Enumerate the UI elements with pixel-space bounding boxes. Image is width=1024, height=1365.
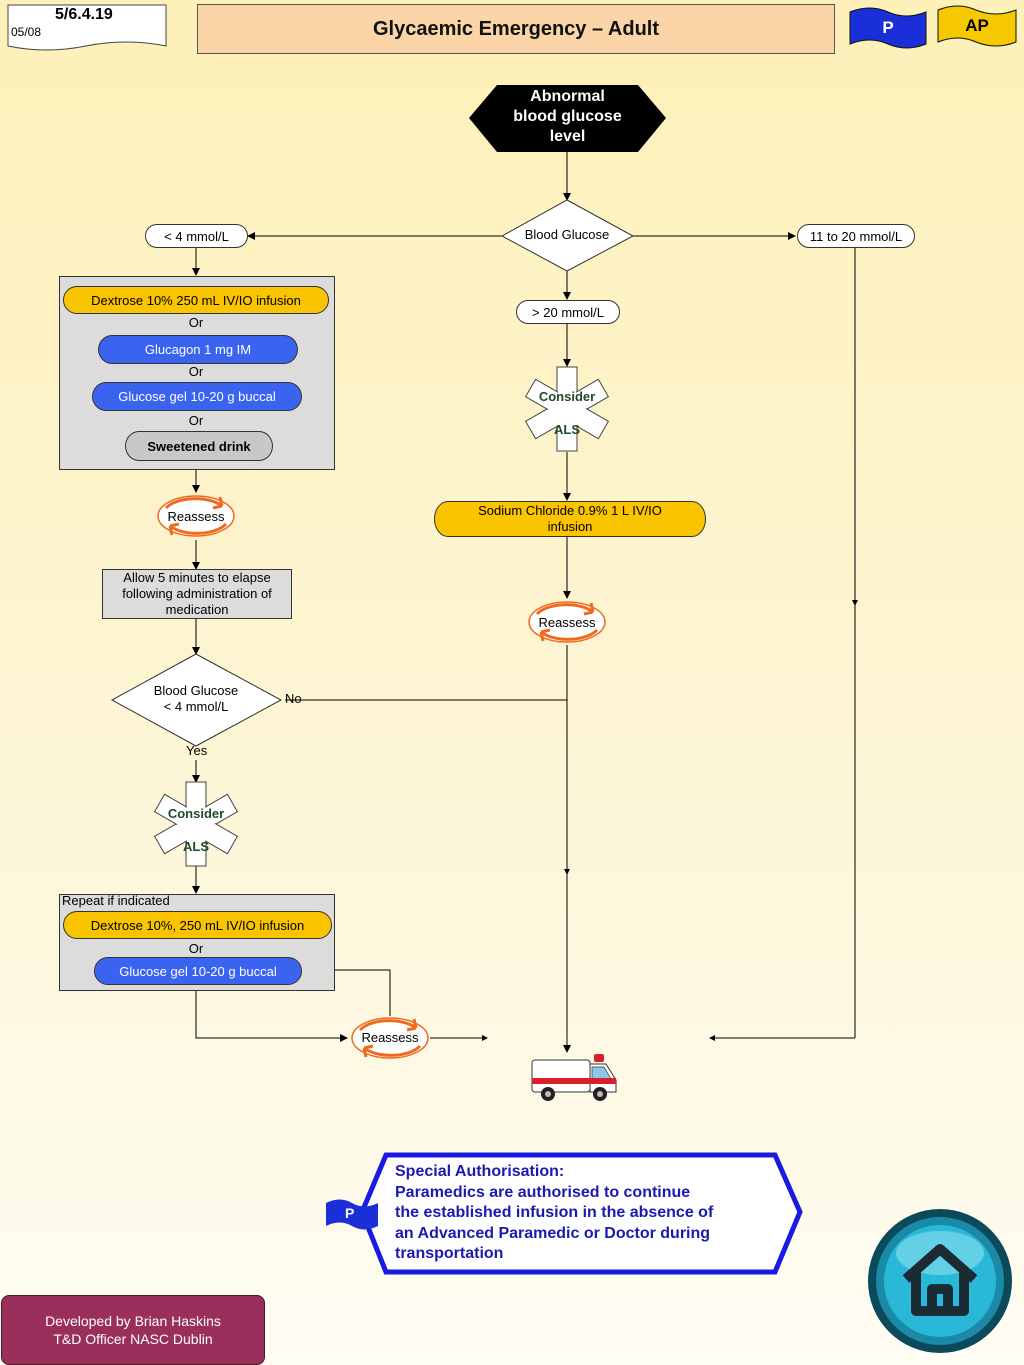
- consider-als-top: Consider ALS: [538, 389, 596, 437]
- wait-five-minutes-note: Allow 5 minutes to elapse following admi…: [102, 569, 292, 619]
- special-authorisation-text: Special Authorisation: Paramedics are au…: [395, 1163, 714, 1262]
- repeat-dextrose-option: Dextrose 10%, 250 mL IV/IO infusion: [63, 911, 332, 939]
- reassess-cycle-icon: [157, 495, 235, 537]
- p-flag-icon: [326, 1199, 378, 1230]
- branch-mid-pill: 11 to 20 mmol/L: [797, 224, 915, 248]
- reassess-label: Reassess: [167, 509, 225, 524]
- dextrose-infusion-option: Dextrose 10% 250 mL IV/IO infusion: [63, 286, 329, 314]
- start-node-label: Abnormal blood glucose level: [513, 88, 622, 145]
- reassess-label: Reassess: [361, 1030, 419, 1045]
- decision-main-label: Blood Glucose: [524, 227, 610, 242]
- glucose-gel-option: Glucose gel 10-20 g buccal: [92, 382, 302, 411]
- branch-low-pill: < 4 mmol/L: [145, 224, 248, 248]
- branch-high-pill: > 20 mmol/L: [516, 300, 620, 324]
- repeat-heading: Repeat if indicated: [62, 893, 170, 908]
- decision-diamond-recheck: [110, 653, 283, 747]
- protocol-reference-code: 5/6.4.19: [55, 6, 113, 23]
- badge-advanced-paramedic: AP: [965, 16, 989, 35]
- repeat-glucose-gel-option: Glucose gel 10-20 g buccal: [94, 957, 302, 985]
- p-flag-icon: [849, 7, 927, 49]
- special-authorisation-badge: P: [345, 1205, 355, 1221]
- home-button[interactable]: [868, 1209, 1012, 1353]
- or-separator: Or: [188, 413, 204, 428]
- or-separator: Or: [188, 941, 204, 956]
- reassess-label: Reassess: [538, 615, 596, 630]
- sweetened-drink-option: Sweetened drink: [125, 431, 273, 461]
- credits-footer: Developed by Brian Haskins T&D Officer N…: [1, 1295, 265, 1365]
- protocol-date: 05/08: [11, 25, 42, 39]
- start-hexagon: [469, 85, 666, 152]
- yes-label: Yes: [186, 743, 208, 758]
- glucagon-option: Glucagon 1 mg IM: [98, 335, 298, 364]
- badge-paramedic: P: [882, 18, 894, 37]
- home-icon: [868, 1209, 1012, 1353]
- reference-box: [7, 4, 167, 51]
- or-separator: Or: [188, 315, 204, 330]
- page-title: Glycaemic Emergency – Adult: [197, 4, 835, 54]
- ambulance-icon: [531, 1054, 617, 1101]
- sodium-chloride-infusion: Sodium Chloride 0.9% 1 L IV/IO infusion: [434, 501, 706, 537]
- decision-recheck-label: Blood Glucose < 4 mmol/L: [153, 683, 239, 714]
- or-separator: Or: [188, 364, 204, 379]
- reassess-cycle-icon: [528, 601, 606, 643]
- star-of-life-icon: [524, 366, 610, 452]
- reassess-cycle-icon: [351, 1017, 429, 1059]
- ap-flag-icon: [937, 5, 1017, 47]
- consider-als-low: Consider ALS: [167, 806, 225, 854]
- star-of-life-icon: [153, 781, 239, 867]
- no-label: No: [285, 691, 302, 706]
- decision-diamond-main: [500, 199, 635, 272]
